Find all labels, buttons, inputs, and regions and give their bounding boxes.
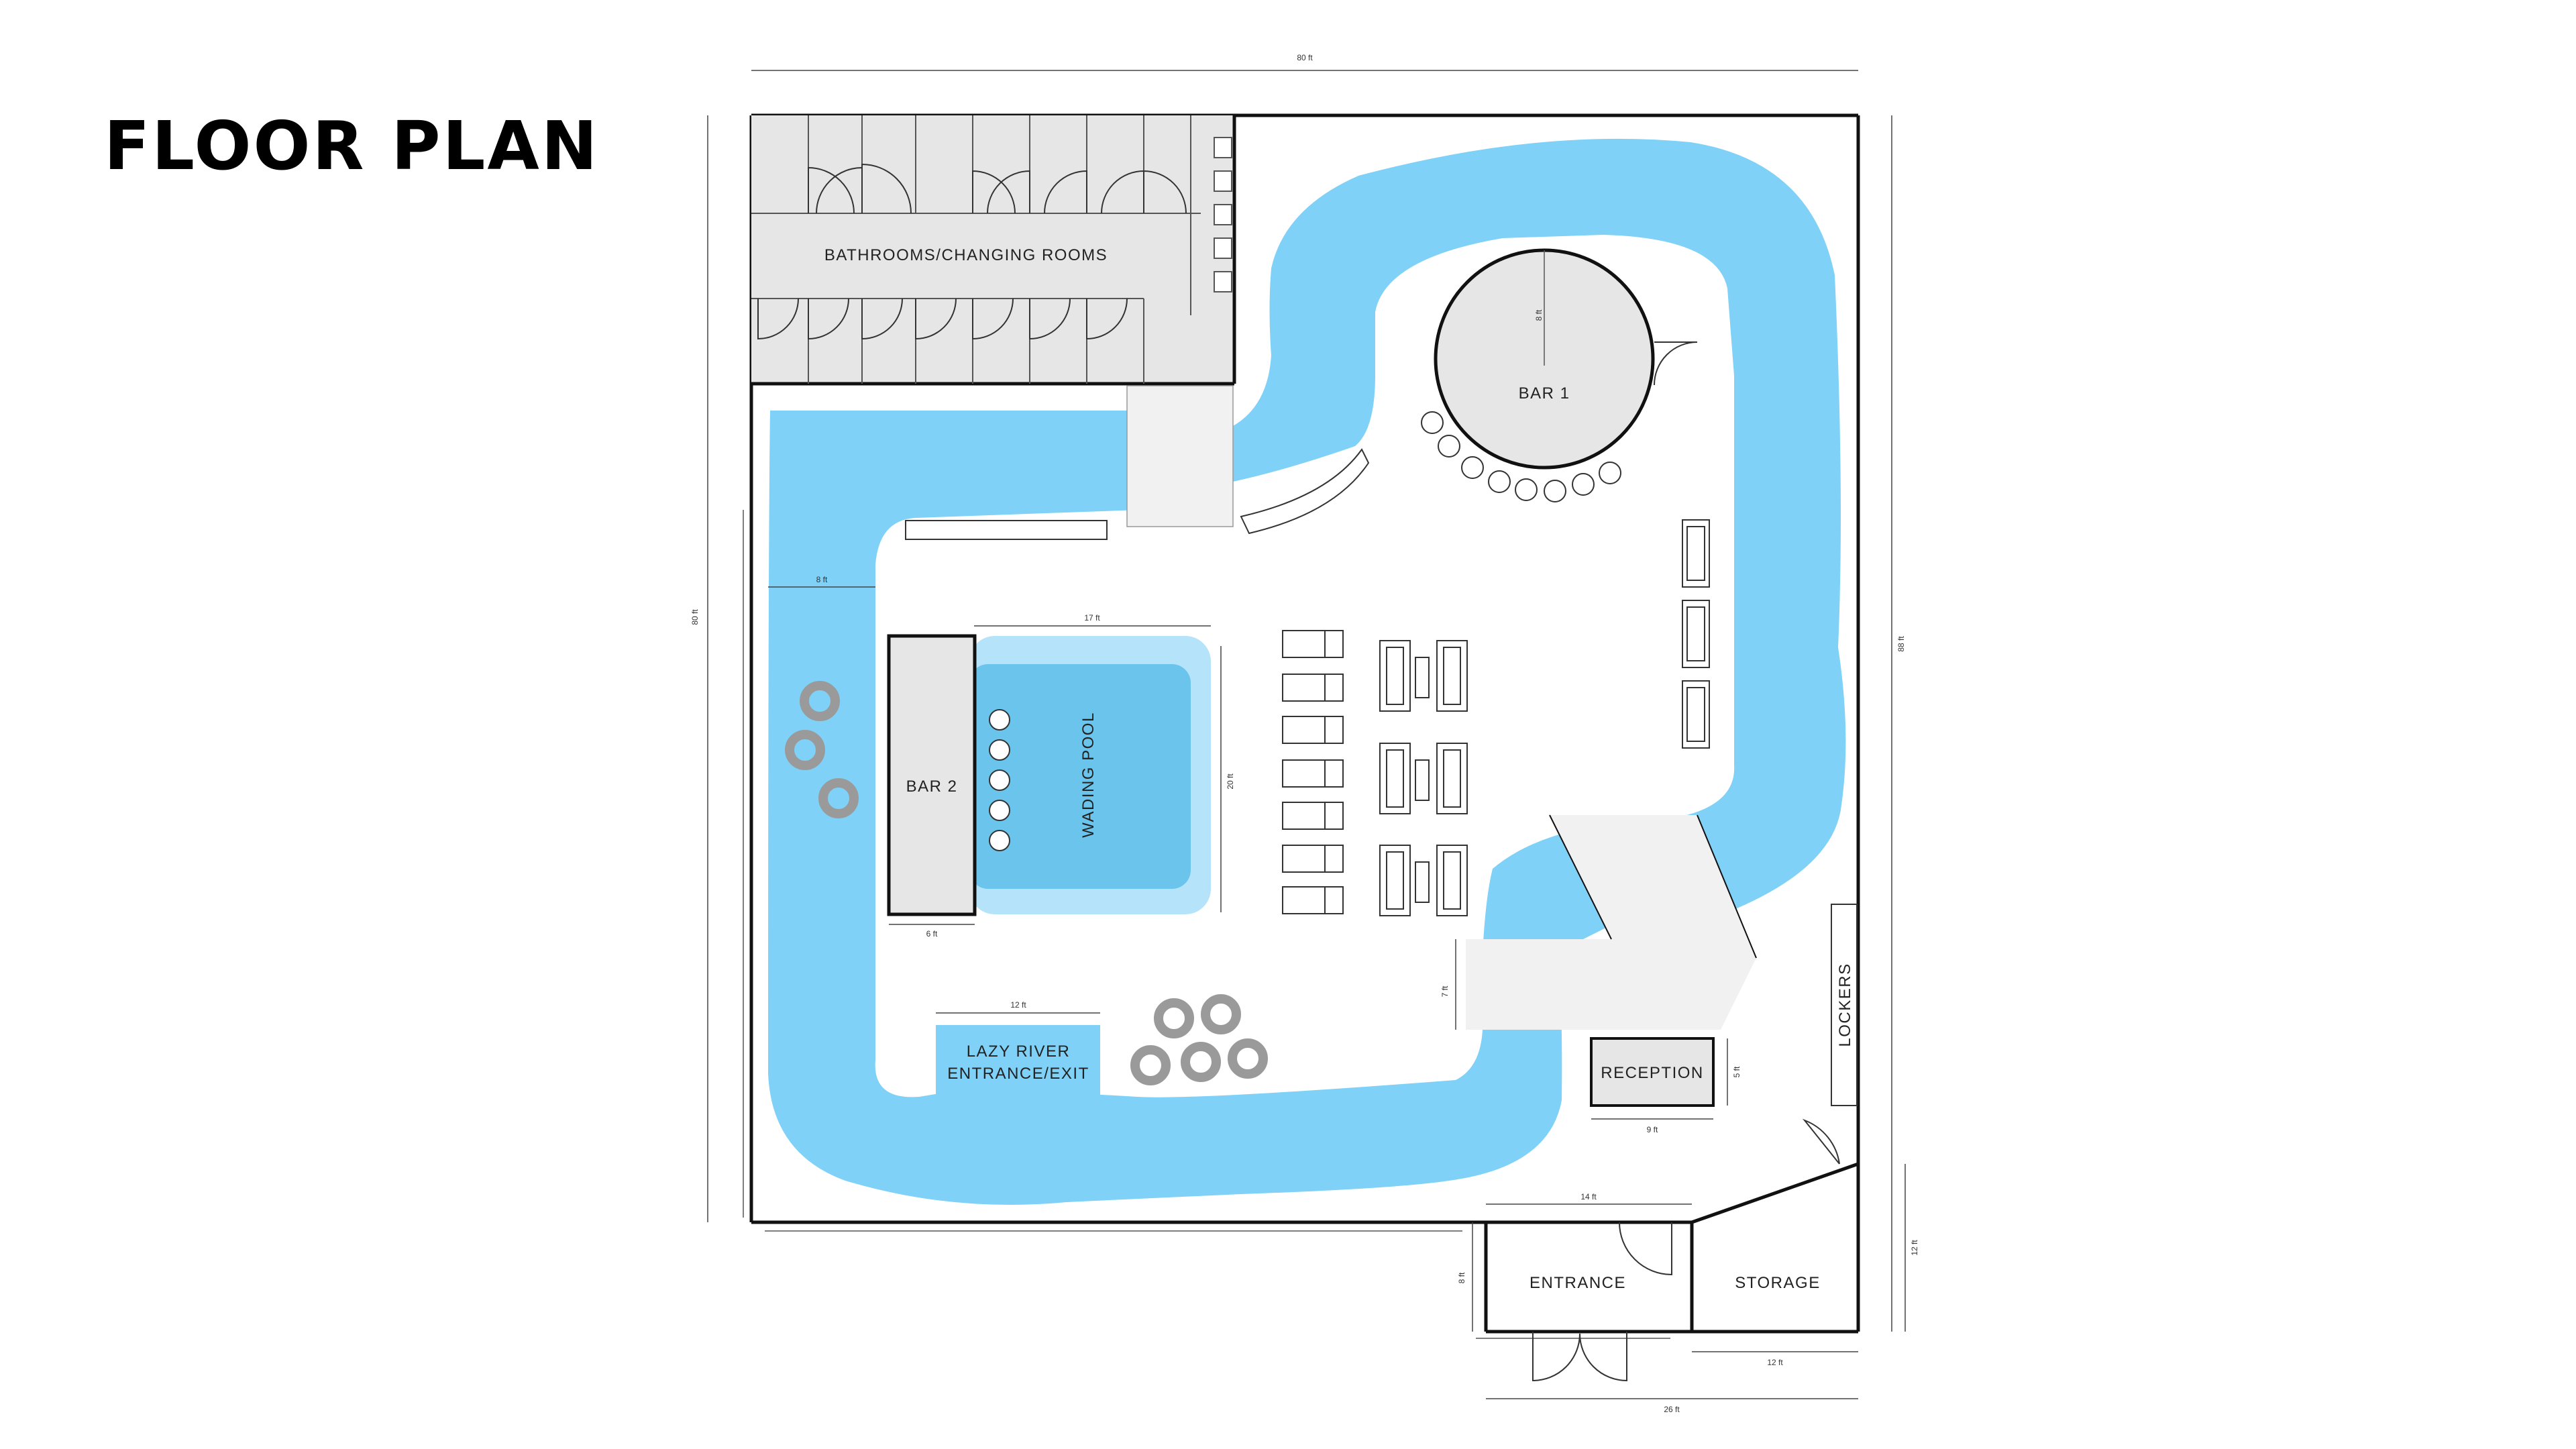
benches-east [1682,519,1710,749]
lazy-river-entrance [936,1025,1100,1097]
entrance-inner-door [1619,1222,1672,1276]
dim-bar2-width: 6 ft [926,929,938,938]
walkway-arrow [1466,815,1756,1030]
dim-storage-height: 12 ft [1910,1240,1919,1256]
page-title: FLOOR PLAN [104,107,599,185]
dim-reception-width: 9 ft [1647,1125,1658,1134]
dim-right-height: 88 ft [1896,636,1906,652]
bathrooms-label: BATHROOMS/CHANGING ROOMS [824,246,1108,264]
dim-pool-height: 20 ft [1226,773,1235,790]
lounge-chairs-left [1282,630,1344,914]
dim-river-width: 8 ft [816,575,828,584]
pool-tubes-deck [1130,994,1268,1085]
bar1-radius-label: 8 ft [1534,309,1544,321]
lockers-label: LOCKERS [1836,963,1854,1046]
bar2-label: BAR 2 [906,777,958,796]
bar1-label: BAR 1 [1519,384,1570,402]
lazy-river-label-2: ENTRANCE/EXIT [947,1065,1089,1083]
dim-entrance-width: 14 ft [1580,1192,1597,1201]
wading-pool-water [969,664,1191,889]
reception-desk [1590,1037,1715,1107]
daybeds [1379,640,1468,916]
bar1-stools [1421,411,1621,502]
entrance-storage-walls [1484,1162,1859,1334]
dim-lazy-river-entry: 12 ft [1010,1000,1026,1010]
bathroom-corridor [1126,385,1234,527]
pool-tubes-river [785,681,859,818]
walkway-arrow-outline [1549,814,1757,959]
lockers-door [1802,1118,1840,1165]
bar1-door [1654,341,1698,386]
bathroom-doors [757,163,1187,340]
lazy-river-label-1: LAZY RIVER [967,1042,1071,1061]
storage-label: STORAGE [1735,1274,1820,1292]
bathroom-sinks [1214,137,1232,292]
pool-stools [989,709,1010,851]
dim-pool-width: 17 ft [1084,613,1100,623]
dim-reception-height: 5 ft [1732,1066,1741,1077]
dim-bottom-total: 26 ft [1664,1405,1680,1414]
reception-label: RECEPTION [1601,1064,1704,1082]
bathrooms-area [751,115,1234,384]
dimension-lines [707,70,1906,1399]
entrance-label: ENTRANCE [1529,1274,1626,1292]
wading-pool-label: WADING POOL [1079,712,1097,838]
bar2-counter [887,634,977,916]
lockers [1831,904,1858,1106]
curved-bench [1240,448,1370,535]
straight-bench [905,520,1108,540]
entrance-main-doors [1532,1332,1627,1382]
dim-walkway: 7 ft [1440,985,1450,997]
dim-storage-width: 12 ft [1767,1358,1783,1367]
dim-entrance-depth: 8 ft [1457,1272,1466,1283]
dim-overall-width: 80 ft [1297,53,1313,62]
lazy-river [768,138,1846,1205]
dim-left-height: 80 ft [690,609,700,625]
